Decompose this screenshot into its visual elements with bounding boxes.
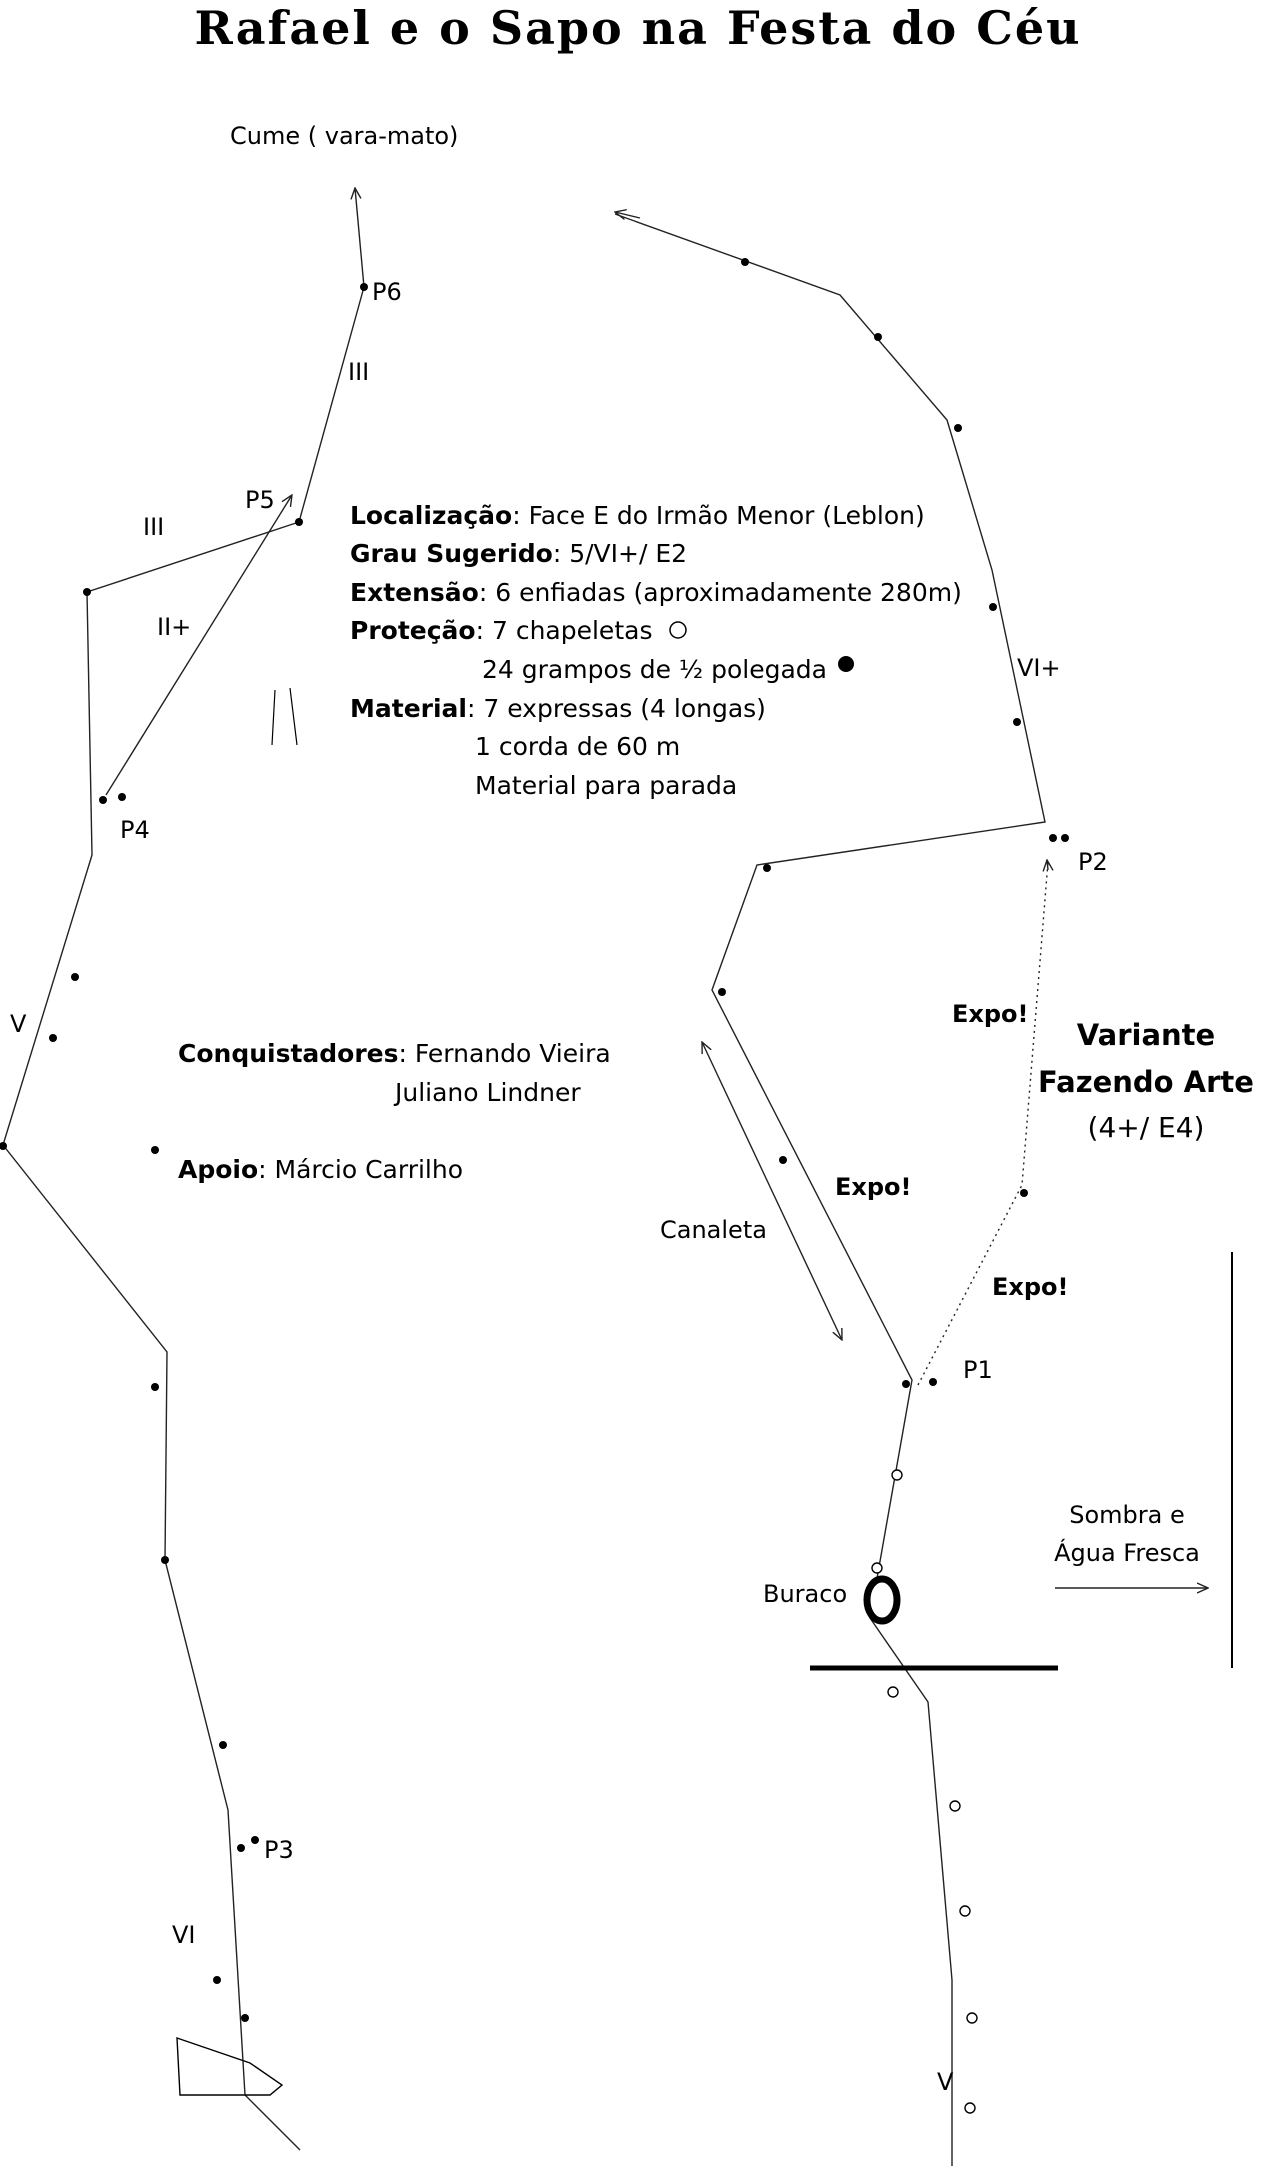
- bolt: [49, 1034, 57, 1042]
- variant-route-line: [917, 861, 1049, 1386]
- variant-name: Fazendo Arte: [1038, 1065, 1254, 1099]
- bolt: [0, 1142, 7, 1150]
- summit-arrow: [355, 188, 365, 288]
- bolt: [241, 2014, 249, 2022]
- bolt: [360, 283, 368, 291]
- bolt: [251, 1836, 259, 1844]
- hanger: [949, 1800, 961, 1812]
- vegetation-icon: [308, 1900, 549, 1965]
- bolt: [219, 1741, 227, 1749]
- hanger: [887, 1686, 899, 1698]
- canaleta-label: Canaleta: [660, 1216, 767, 1244]
- conquerors-line: Conquistadores: Fernando Vieira: [178, 1039, 611, 1068]
- location-line: Localização: Face E do Irmão Menor (Lebl…: [350, 501, 925, 530]
- hanger: [959, 1905, 971, 1917]
- bolt: [741, 258, 749, 266]
- bolt: [929, 1378, 937, 1386]
- conquerors-line-2: Juliano Lindner: [393, 1078, 581, 1107]
- bolt-legend-icon: [838, 656, 854, 672]
- variant-title: Variante: [1077, 1018, 1215, 1052]
- vegetation-icon: [38, 1415, 112, 1462]
- hanger-legend-icon: [669, 621, 687, 639]
- bolt: [874, 333, 882, 341]
- bolt: [161, 1556, 169, 1564]
- hanger: [891, 1469, 903, 1481]
- bolt: [902, 1380, 910, 1388]
- grade-label: VI: [172, 1921, 196, 1949]
- material-line: Material: 7 expressas (4 longas): [350, 694, 766, 723]
- bolt: [151, 1383, 159, 1391]
- grade-label: VI+: [1017, 654, 1061, 682]
- belay-p3-label: P3: [264, 1836, 294, 1864]
- belay-p1-label: P1: [963, 1356, 993, 1384]
- bolt: [118, 793, 126, 801]
- bolt: [71, 973, 79, 981]
- bolt: [295, 518, 303, 526]
- belay-p4-label: P4: [120, 816, 150, 844]
- vegetation-icon: [168, 2040, 294, 2082]
- boulder-icon: [176, 2037, 284, 2096]
- hanger-markers: [871, 1469, 978, 2114]
- bolt: [763, 864, 771, 872]
- grade-label: V: [10, 1010, 27, 1038]
- belay-p6-label: P6: [372, 278, 402, 306]
- summit-label: Cume ( vara-mato): [230, 122, 458, 150]
- bolt: [779, 1156, 787, 1164]
- grade-label: III: [348, 358, 369, 386]
- buraco-label: Buraco: [763, 1580, 847, 1608]
- grade-label: V: [937, 2068, 954, 2096]
- hanger: [964, 2102, 976, 2114]
- bolt: [718, 988, 726, 996]
- protection-line-2: 24 grampos de ½ polegada: [482, 655, 827, 684]
- p4-p5-arrow: [105, 495, 292, 796]
- expo-label: Expo!: [835, 1173, 912, 1201]
- variant-arrow: [1047, 860, 1048, 870]
- bolt: [99, 796, 107, 804]
- shade-label: Sombra e: [1069, 1501, 1185, 1529]
- material-line-2: 1 corda de 60 m: [475, 732, 680, 761]
- route-title: Rafael e o Sapo na Festa do Céu: [194, 1, 1081, 55]
- hanger: [966, 2012, 978, 2024]
- canaleta-arrow: [702, 1042, 842, 1340]
- left-route-line: [2, 286, 365, 2151]
- extension-line: Extensão: 6 enfiadas (aproximadamente 28…: [350, 578, 962, 607]
- exit-arrow: [615, 212, 641, 218]
- grade-label: II+: [157, 613, 191, 641]
- tree-trunk-icon: [271, 687, 298, 746]
- vegetation-icon: [8, 260, 244, 400]
- bolt: [954, 424, 962, 432]
- material-line-3: Material para parada: [475, 771, 737, 800]
- vegetation-icon: [183, 655, 394, 855]
- route-info-block: Localização: Face E do Irmão Menor (Lebl…: [350, 501, 962, 800]
- bolt: [1049, 834, 1057, 842]
- protection-line: Proteção: 7 chapeletas: [350, 616, 652, 645]
- bolt: [83, 588, 91, 596]
- bolt: [151, 1146, 159, 1154]
- bolt-markers: [0, 258, 1069, 2022]
- grade-label: III: [143, 513, 164, 541]
- bolt: [1061, 834, 1069, 842]
- vegetation-icon: [173, 1338, 254, 1382]
- bolt: [1013, 718, 1021, 726]
- expo-label: Expo!: [952, 1000, 1029, 1028]
- bolt: [1020, 1189, 1028, 1197]
- credits-block: Conquistadores: Fernando Vieira Juliano …: [178, 1039, 611, 1184]
- buraco-hole-icon: [863, 1575, 901, 1625]
- bolt: [989, 603, 997, 611]
- bolt: [213, 1976, 221, 1984]
- belay-p5-label: P5: [245, 486, 275, 514]
- right-route-line: [614, 213, 1046, 2166]
- belay-p2-label: P2: [1078, 848, 1108, 876]
- bolt: [237, 1844, 245, 1852]
- hanger: [871, 1562, 883, 1574]
- water-label: Água Fresca: [1054, 1538, 1200, 1567]
- variant-grade: (4+/ E4): [1088, 1111, 1205, 1144]
- grade-line: Grau Sugerido: 5/VI+/ E2: [350, 539, 687, 568]
- vegetation-icon: [703, 290, 809, 337]
- expo-label: Expo!: [992, 1273, 1069, 1301]
- support-line: Apoio: Márcio Carrilho: [178, 1155, 463, 1184]
